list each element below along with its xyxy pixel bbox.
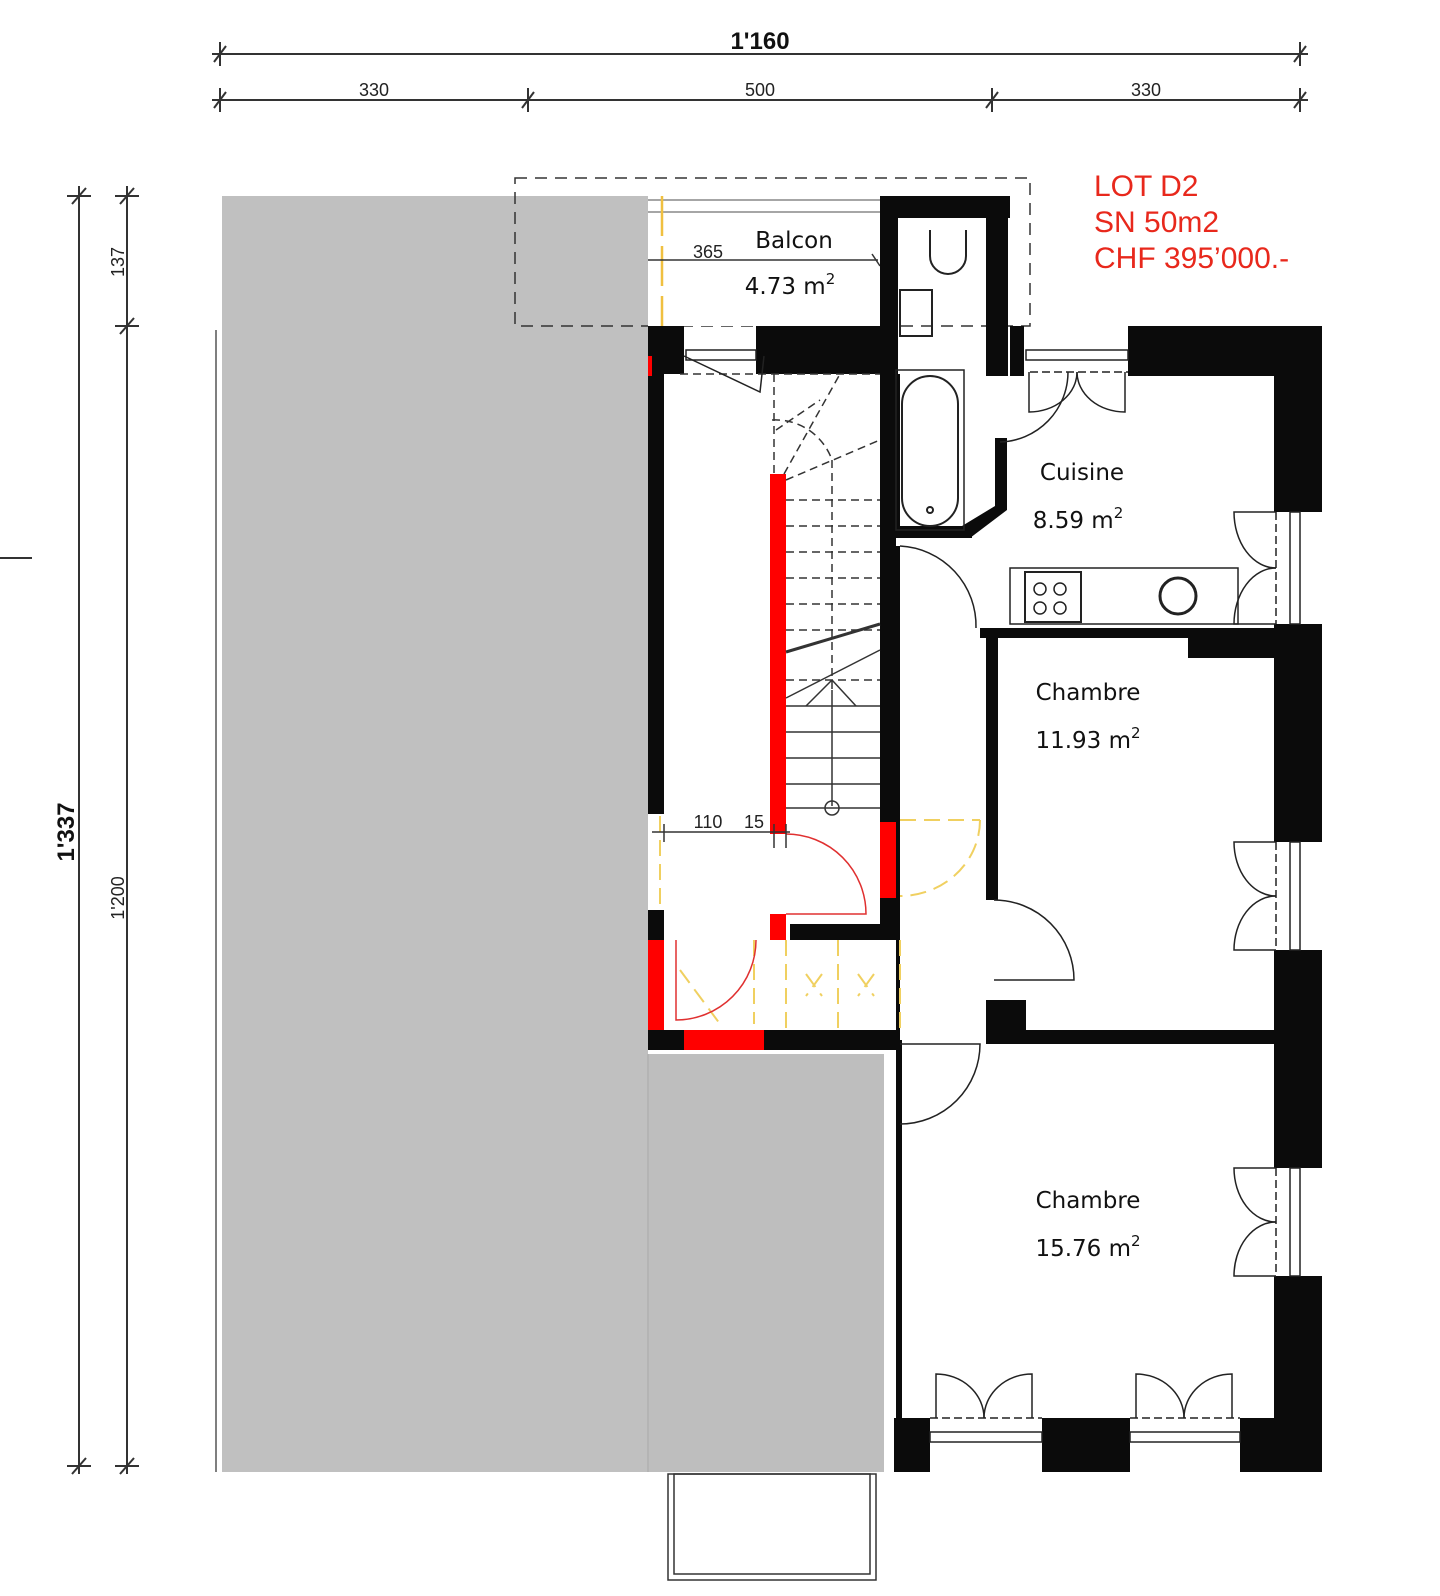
staircase	[680, 373, 881, 816]
stair-dimension-15: 15	[744, 812, 764, 832]
balcony	[514, 177, 1031, 327]
room-label-balcon: Balcon	[755, 228, 833, 254]
room-label-cuisine: Cuisine	[1040, 460, 1124, 486]
width-segment-2: 500	[745, 80, 775, 100]
lot-surface: SN 50m2	[1094, 206, 1219, 239]
height-segment-2: 1'200	[108, 876, 128, 919]
interior-doors	[683, 355, 1075, 1125]
lot-price: CHF 395’000.-	[1094, 242, 1289, 275]
new-construction-dashed	[659, 816, 981, 1030]
balcony-dimension: 365	[693, 242, 723, 262]
other-units-mask	[215, 196, 884, 1472]
stair-dimension-lines	[652, 824, 790, 848]
width-segment-1: 330	[359, 80, 389, 100]
kitchen-fixtures	[1009, 567, 1239, 625]
room-label-chambre-2: Chambre	[1036, 1188, 1141, 1214]
stair-dimension-110: 110	[694, 812, 723, 832]
demolition-walls	[648, 356, 896, 1050]
total-height-label: 1'337	[53, 802, 80, 861]
room-area-chambre-2: 15.76 m2	[1035, 1232, 1140, 1262]
height-segment-1: 137	[108, 247, 128, 277]
room-area-chambre-1: 11.93 m2	[1035, 724, 1140, 754]
lot-info: LOT D2 SN 50m2 CHF 395’000.-	[1094, 170, 1289, 275]
demolition-doors	[675, 833, 867, 1021]
room-area-balcon: 4.73 m2	[745, 270, 835, 300]
room-label-chambre-1: Chambre	[1036, 680, 1141, 706]
room-area-cuisine: 8.59 m2	[1033, 504, 1123, 534]
total-width-label: 1'160	[730, 28, 789, 55]
width-segment-3: 330	[1131, 80, 1161, 100]
bathroom-fixtures	[895, 230, 967, 531]
windows	[685, 349, 1301, 1443]
lot-number: LOT D2	[1094, 170, 1199, 203]
walls	[648, 196, 1322, 1472]
left-dimension-lines	[0, 186, 139, 1475]
lower-balcony	[667, 1473, 877, 1581]
top-dimension-lines	[212, 42, 1308, 112]
